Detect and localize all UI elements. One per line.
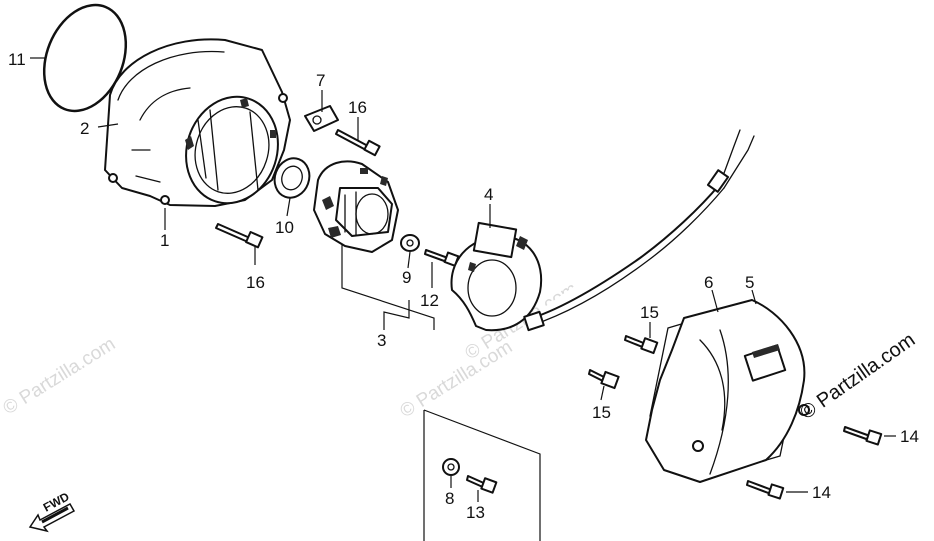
callout-12: 12	[420, 291, 439, 310]
callout-15-upper: 15	[640, 303, 659, 322]
part-16-bolt-lower	[215, 223, 264, 249]
callout-9: 9	[402, 268, 411, 287]
callout-15-lower: 15	[592, 403, 611, 422]
callout-3: 3	[377, 331, 386, 350]
watermark-faint-left: © Partzilla.com	[0, 334, 119, 420]
part-14-bolt-bottom	[746, 480, 785, 500]
callout-8: 8	[445, 489, 454, 508]
callout-14-bottom: 14	[812, 483, 831, 502]
part-12-screw	[424, 249, 460, 267]
callout-16-upper: 16	[348, 98, 367, 117]
part-8-washer	[442, 458, 460, 476]
part-15-bolt-lower	[588, 369, 620, 390]
callout-13: 13	[466, 503, 485, 522]
watermark-main: © Partzilla.com	[796, 329, 919, 424]
part-5-cover	[645, 299, 810, 483]
watermark-faint-center: © Partzilla.com	[397, 337, 517, 423]
part-15-bolt-upper	[624, 335, 659, 355]
callout-7: 7	[316, 71, 325, 90]
part-13-bolt	[466, 475, 498, 494]
callout-2: 2	[80, 119, 89, 138]
callout-10: 10	[275, 218, 294, 237]
part-9-washer	[400, 234, 420, 252]
callout-5: 5	[745, 273, 754, 292]
leader-lines	[30, 57, 896, 541]
wire-harness	[523, 129, 755, 332]
callout-16-lower: 16	[246, 273, 265, 292]
callout-11: 11	[8, 50, 26, 69]
part-16-bolt-upper	[335, 129, 381, 157]
part-3-stator	[313, 160, 399, 253]
fwd-arrow-icon: FWD	[28, 489, 76, 533]
part-14-bolt-right	[843, 426, 883, 446]
part-11-o-ring	[42, 3, 128, 113]
part-1-housing	[104, 38, 291, 207]
callout-4: 4	[484, 185, 493, 204]
callout-1: 1	[160, 231, 169, 250]
callout-6: 6	[704, 273, 713, 292]
callout-14-right: 14	[900, 427, 919, 446]
part-10-oil-seal	[273, 157, 311, 199]
part-4-pulse-generator	[450, 221, 543, 332]
